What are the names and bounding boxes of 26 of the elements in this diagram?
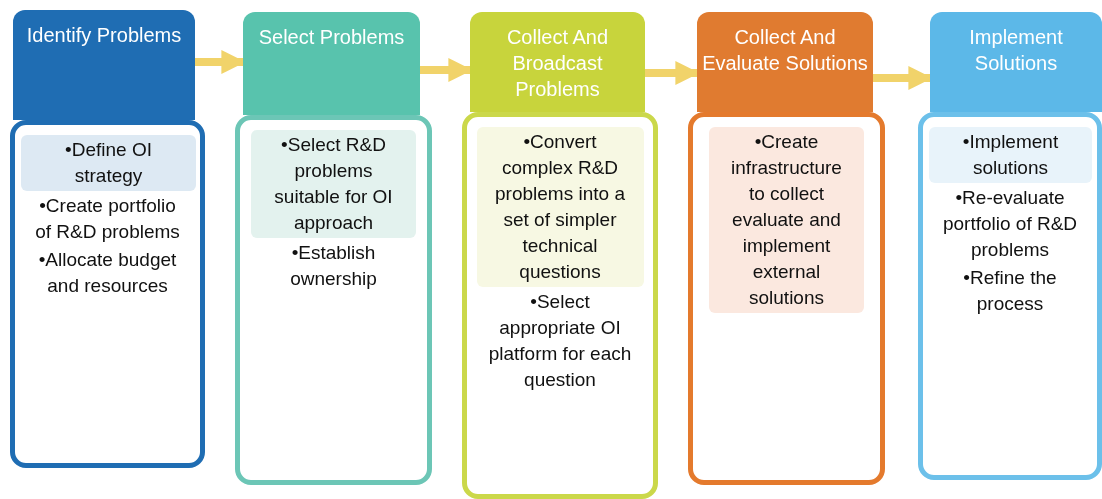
step-header [470,12,645,112]
bullet-text: •Create portfolio of R&D problems [34,194,181,244]
step-card [462,112,658,499]
step-header [13,10,195,120]
bullet-text: •Create infrastructure to collect evaluate and implement external solutions [709,127,864,313]
bullet-text: •Implement solutions [929,127,1092,183]
step-card [918,112,1102,480]
bullet-text: •Allocate budget and resources [37,248,178,298]
step-header [930,12,1102,112]
bullet-text: •Select appropriate OI platform for each question [487,290,633,392]
step-card [688,112,885,485]
bullet-text: •Select R&D problems suitable for OI approach [251,130,416,238]
bullet-text: •Refine the process [962,266,1058,316]
step-title: Collect And Broadcast Problems [506,26,609,100]
step-title: Select Problems [258,26,405,48]
step-title: Collect And Evaluate Solutions [702,26,868,74]
bullet-text: •Establish ownership [289,241,378,291]
step-header [243,12,420,115]
step-card [10,120,205,468]
step-card [235,115,432,485]
bullet-text: •Define OI strategy [21,135,196,191]
step-header [697,12,873,112]
bullet-text: •Re-evaluate portfolio of R&D problems [941,186,1079,262]
step-title: Identify Problems [26,24,182,46]
step-title: Implement Solutions [969,26,1063,74]
bullet-text: •Convert complex R&D problems into a set of simpler technical questions [476,127,644,287]
